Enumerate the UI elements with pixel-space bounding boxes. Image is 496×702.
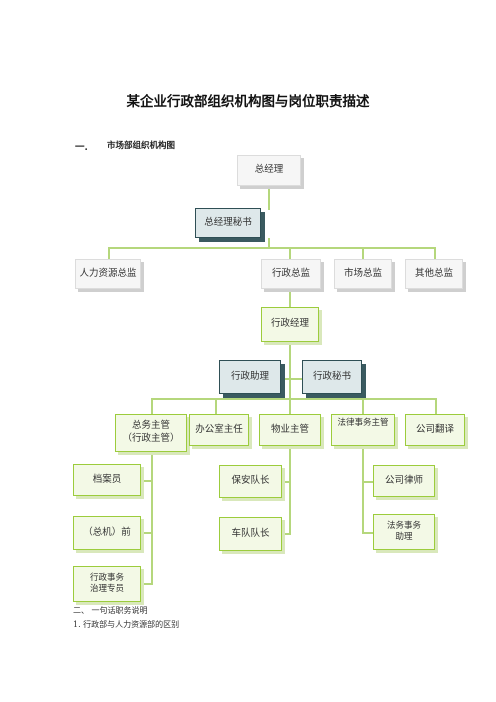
connector-line: [362, 247, 364, 259]
connector-line: [289, 247, 291, 259]
connector-line: [151, 398, 437, 400]
connector-line: [283, 378, 303, 380]
admin-manager-box: 行政经理: [261, 307, 319, 342]
connector-line: [362, 446, 364, 534]
connector-line: [141, 480, 153, 482]
marketing-director-box: 市场总监: [334, 259, 392, 289]
connector-line: [151, 398, 153, 414]
hr-director-box: 人力资源总监: [75, 259, 141, 289]
admin-secretary-box: 行政秘书: [302, 360, 362, 394]
admin-director-box: 行政总监: [261, 259, 321, 289]
connector-line: [362, 481, 373, 483]
connector-line: [289, 446, 291, 534]
gm-secretary-box: 总经理秘书: [195, 208, 261, 238]
archivist-box: 档案员: [73, 464, 141, 496]
section-number: 一.: [75, 142, 88, 153]
legal-assistant-label-line1: 法务事务: [386, 520, 421, 531]
general-affairs-supervisor-box: 总务主管 （行政主管）: [115, 414, 187, 452]
general-affairs-supervisor-label: 总务主管: [131, 420, 170, 432]
admin-affairs-specialist-box: 行政事务 治理专员: [73, 566, 141, 602]
general-affairs-supervisor-sublabel: （行政主管）: [122, 433, 180, 444]
legal-assistant-box: 法务事务 助理: [373, 514, 435, 550]
section-two-line: 二、 一句话职务说明: [73, 606, 148, 615]
connector-line: [108, 247, 435, 249]
admin-affairs-label-line2: 治理专员: [89, 584, 124, 594]
connector-line: [141, 532, 153, 534]
connector-line: [434, 247, 436, 259]
connector-line: [108, 247, 110, 259]
legal-assistant-label-line2: 助理: [395, 532, 413, 542]
connector-line: [289, 342, 291, 398]
connector-line: [215, 398, 217, 414]
admin-affairs-label-line1: 行政事务: [89, 572, 124, 583]
connector-line: [362, 398, 364, 414]
item-one-line: 1. 行政部与人力资源部的区别: [73, 620, 180, 629]
connector-line: [141, 583, 153, 585]
security-captain-box: 保安队长: [219, 465, 282, 498]
connector-line: [282, 533, 291, 535]
property-supervisor-box: 物业主管: [259, 414, 321, 446]
connector-line: [289, 398, 291, 414]
legal-affairs-supervisor-box: 法律事务主管: [331, 414, 395, 446]
connector-line: [151, 452, 153, 584]
section-heading: 市场部组织机构图: [107, 141, 176, 151]
office-director-box: 办公室主任: [189, 414, 249, 446]
connector-line: [435, 398, 437, 414]
translator-box: 公司翻译: [405, 414, 465, 446]
company-lawyer-box: 公司律师: [373, 465, 435, 497]
admin-assistant-box: 行政助理: [219, 360, 281, 394]
other-director-box: 其他总监: [405, 259, 463, 289]
connector-line: [289, 289, 291, 307]
general-manager-box: 总经理: [237, 155, 301, 186]
connector-line: [362, 532, 373, 534]
connector-line: [282, 481, 291, 483]
connector-line: [268, 238, 270, 248]
front-desk-box: （总机）前: [73, 516, 141, 550]
page-title: 某企业行政部组织机构图与岗位职责描述: [126, 94, 370, 110]
fleet-captain-box: 车队队长: [219, 517, 282, 551]
connector-line: [268, 186, 270, 210]
